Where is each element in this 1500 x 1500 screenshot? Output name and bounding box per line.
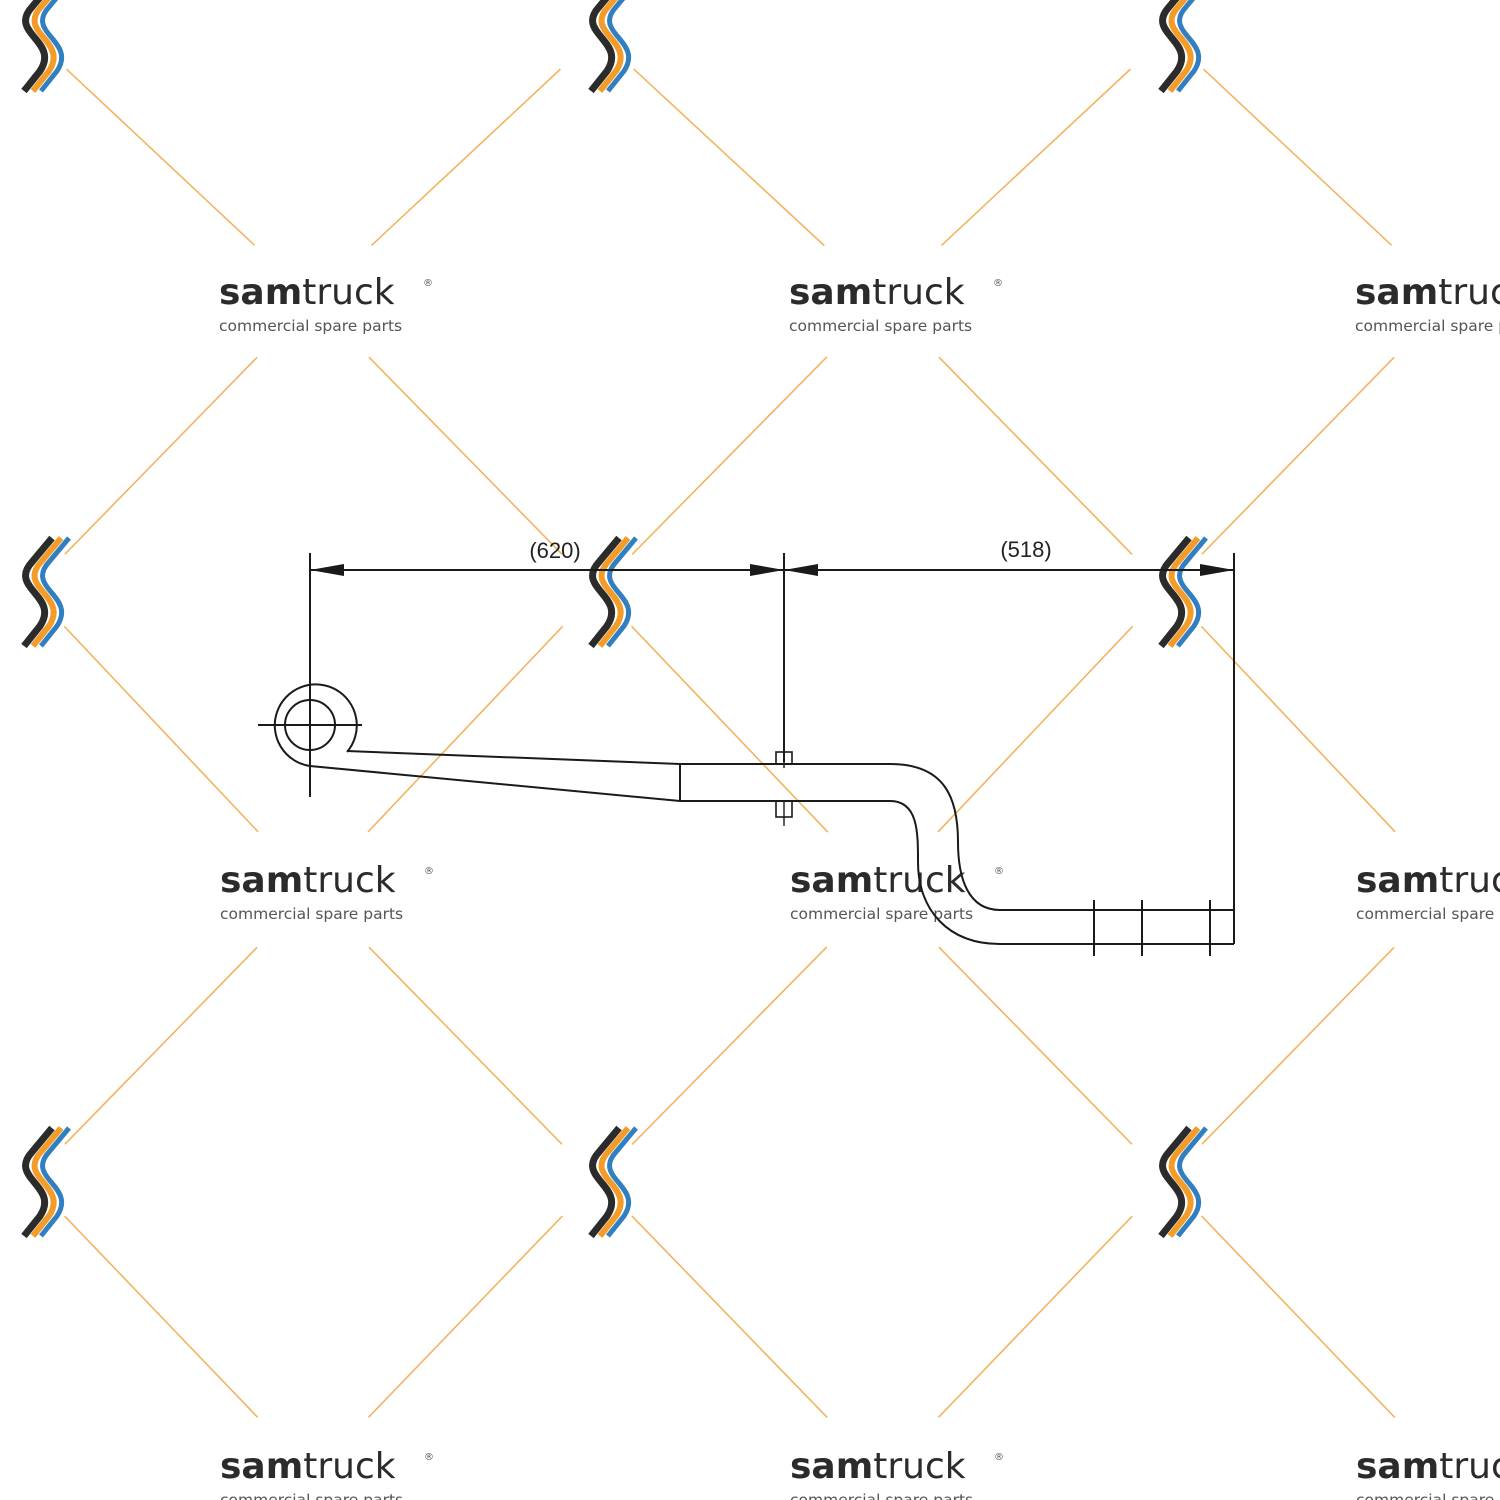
registered-mark: ® [993, 278, 1003, 289]
registered-mark: ® [994, 1452, 1004, 1463]
lattice-line [1200, 625, 1396, 833]
lattice-line [631, 1215, 828, 1419]
wordmark-tagline: commercial spare parts [1355, 317, 1500, 335]
wordmark-tagline: commercial spare parts [220, 905, 403, 923]
wordmark-text: samtruck [219, 272, 395, 313]
lattice-line [937, 1215, 1133, 1418]
lattice-line [368, 946, 563, 1145]
registered-mark: ® [424, 866, 434, 877]
samtruck-logo-icon [588, 1125, 638, 1239]
samtruck-logo-icon [588, 535, 638, 649]
lattice-line [367, 1215, 563, 1418]
arrow-right-end [1200, 564, 1234, 576]
wordmark-tagline: commercial spare parts [219, 317, 402, 335]
lattice-line [940, 68, 1131, 247]
wordmark-text: samtruck [790, 860, 966, 901]
wordmark-text: samtruck [789, 272, 965, 313]
wordmark-text: samtruck [1356, 860, 1500, 901]
bend-top-outline [889, 763, 1234, 911]
lattice-line [370, 68, 561, 247]
samtruck-logo-icon [21, 535, 71, 649]
lattice-line [937, 625, 1134, 833]
samtruck-logo-icon [1158, 535, 1208, 649]
lattice-line [64, 946, 258, 1145]
registered-mark: ® [423, 278, 433, 289]
lattice-line [633, 68, 825, 247]
samtruck-wordmark: samtruck ® commercial spare parts [790, 1446, 1004, 1500]
lattice-line [630, 625, 829, 833]
wordmark-text: samtruck [220, 1446, 396, 1487]
lattice-line [64, 356, 258, 555]
leaf-spring-drawing [258, 553, 1235, 956]
spring-eye-outer [273, 683, 358, 767]
samtruck-wordmark: samtruck®commercial spare parts [1356, 860, 1500, 923]
lattice-line [63, 625, 259, 833]
samtruck-wordmark: samtruck ® commercial spare parts [790, 860, 1004, 923]
lattice-line [367, 625, 564, 833]
lattice-line [1201, 946, 1395, 1145]
samtruck-logo-icon [588, 0, 632, 94]
watermark-lattice [63, 68, 1396, 1419]
samtruck-wordmark: samtruck®commercial spare parts [1355, 272, 1500, 335]
wordmark-tagline: commercial spare parts [790, 905, 973, 923]
lattice-line [1201, 356, 1395, 555]
lattice-line [1202, 68, 1393, 246]
watermark-logos [21, 0, 1208, 1239]
leaf-top-edge [346, 750, 681, 765]
wordmark-tagline: commercial spare parts [220, 1491, 403, 1500]
wordmark-text: samtruck [1355, 272, 1500, 313]
lattice-line [368, 356, 563, 555]
samtruck-wordmark: samtruck ® commercial spare parts [789, 272, 1003, 335]
dimension-label-left: (620) [529, 538, 580, 563]
samtruck-logo-icon [1158, 0, 1202, 94]
samtruck-wordmark: samtruck®commercial spare parts [1356, 1446, 1500, 1500]
registered-mark: ® [994, 866, 1004, 877]
lattice-line [65, 68, 256, 246]
wordmark-tagline: commercial spare parts [789, 317, 972, 335]
samtruck-logo-icon [21, 0, 65, 94]
lattice-line [1201, 1215, 1396, 1418]
arrow-right-start [784, 564, 818, 576]
leaf-bottom-edge [309, 765, 681, 802]
samtruck-wordmark: samtruck ® commercial spare parts [219, 272, 433, 335]
lattice-line [64, 1215, 259, 1418]
registered-mark: ® [424, 1452, 434, 1463]
wordmark-text: samtruck [220, 860, 396, 901]
wordmark-tagline: commercial spare parts [1356, 905, 1500, 923]
samtruck-wordmark: samtruck ® commercial spare parts [220, 860, 434, 923]
wordmark-tagline: commercial spare parts [790, 1491, 973, 1500]
samtruck-logo-icon [21, 1125, 71, 1239]
arrow-left-end [750, 564, 784, 576]
lattice-line [938, 946, 1133, 1145]
wordmark-text: samtruck [790, 1446, 966, 1487]
lattice-line [631, 946, 828, 1145]
wordmark-text: samtruck [1356, 1446, 1500, 1487]
arrow-left-start [310, 564, 344, 576]
samtruck-wordmark: samtruck ® commercial spare parts [220, 1446, 434, 1500]
bend-bottom-outline [889, 800, 1234, 945]
lattice-line [938, 356, 1133, 555]
lattice-line [631, 356, 828, 555]
watermark-texts: samtruck ® commercial spare parts samtruck ®… [219, 272, 1500, 1500]
wordmark-tagline: commercial spare parts [1356, 1491, 1500, 1500]
samtruck-logo-icon [1158, 1125, 1208, 1239]
dimension-label-right: (518) [1000, 537, 1051, 562]
